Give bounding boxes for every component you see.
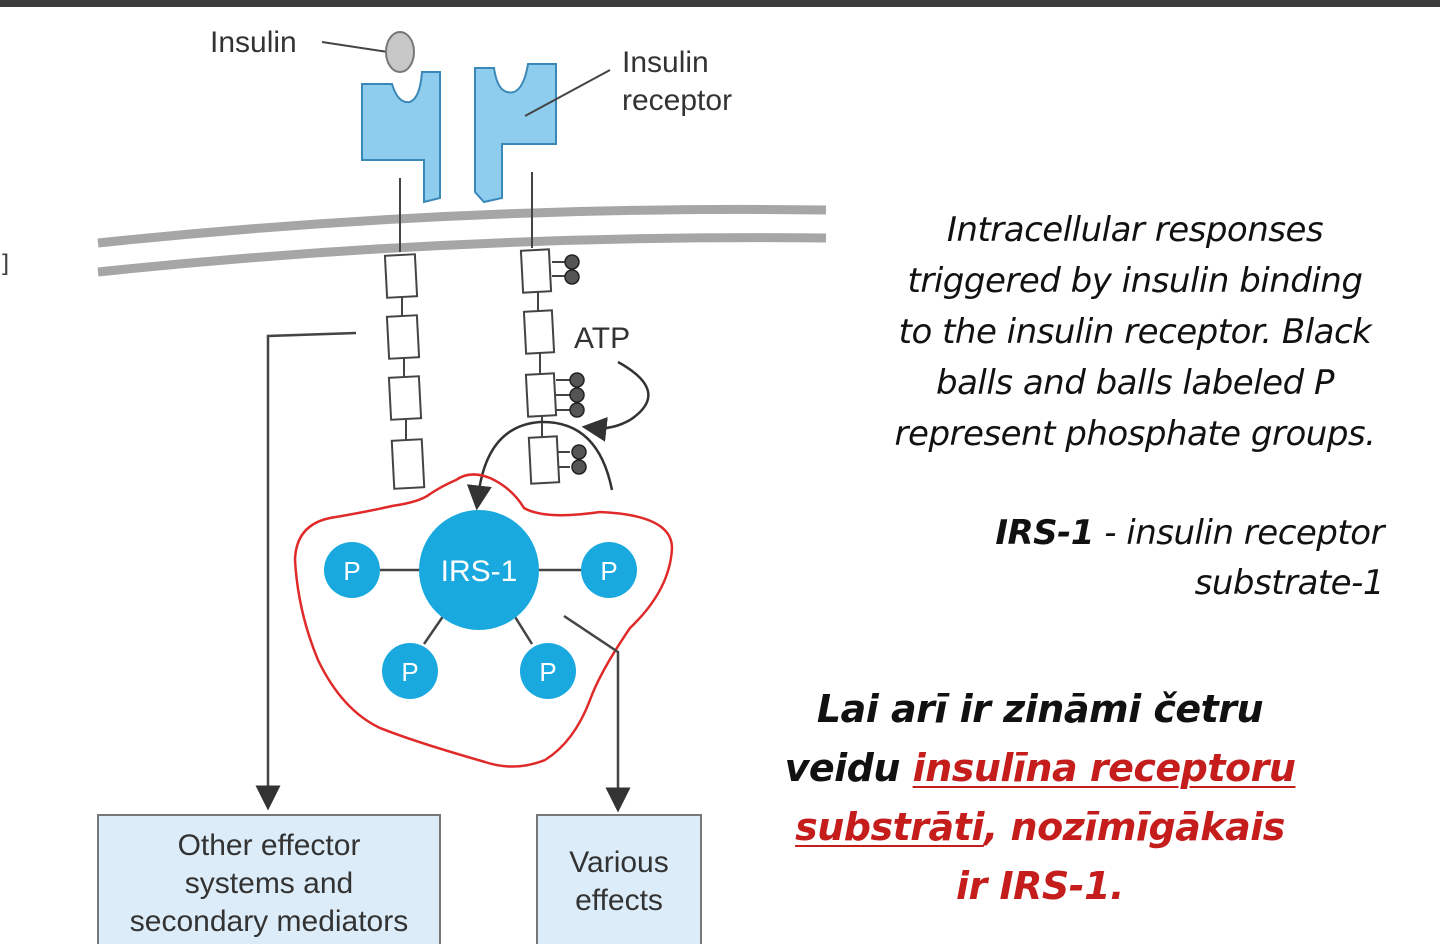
membrane-inner [97, 233, 827, 277]
other-effectors-line2: systems and [185, 867, 353, 900]
atp-arrow [581, 360, 650, 442]
irs-term: IRS-1 [995, 513, 1094, 553]
arrow-to-various-effects [563, 614, 631, 813]
right-chain [519, 248, 561, 485]
phosphate-balls [552, 254, 587, 475]
left-chain [383, 253, 426, 490]
irs1-node [419, 510, 539, 630]
top-border [0, 0, 1440, 7]
other-effectors-line3: secondary mediators [130, 905, 408, 938]
membrane-outer [97, 204, 827, 248]
p-node-left: P [324, 542, 380, 598]
stray-bracket: ] [0, 250, 10, 278]
insulin-label: Insulin [210, 26, 297, 59]
insulin-signaling-diagram: IRS-1 P P P P Other effector systems and… [97, 26, 827, 944]
figure-caption: Intracellular responses triggered by ins… [870, 205, 1400, 460]
svg-text:P: P [343, 556, 360, 586]
svg-text:P: P [539, 657, 556, 687]
caption-line-5: represent phosphate groups. [894, 414, 1376, 454]
p-node-bottom-right: P [520, 643, 576, 699]
insulin-molecule [385, 31, 415, 73]
svg-text:P: P [600, 556, 617, 586]
caption-line-2: triggered by insulin binding [907, 261, 1363, 301]
various-effects-box [536, 814, 702, 944]
receptor-label-line2: receptor [622, 84, 732, 117]
irs-definition-line-1: - insulin receptor [1093, 513, 1384, 553]
various-effects-line2: effects [575, 884, 663, 917]
note-part-2: veidu [784, 746, 913, 790]
note-part-3: insulīna receptoru [912, 746, 1296, 790]
note-line-1: Lai arī ir zināmi četru [816, 687, 1264, 731]
note-part-4: substrāti [795, 805, 984, 849]
other-effectors-line1: Other effector [178, 829, 361, 862]
p-node-bottom-left: P [382, 643, 438, 699]
irs1-label: IRS-1 [441, 555, 518, 588]
svg-text:P: P [401, 657, 418, 687]
caption-line-3: to the insulin receptor. Black [898, 312, 1372, 352]
receptor-right [474, 63, 557, 204]
caption-line-1: Intracellular responses [946, 210, 1324, 250]
note-part-5: , nozīmīgākais [983, 805, 1286, 849]
insulin-leader [321, 41, 389, 53]
receptor-label-line1: Insulin [622, 46, 709, 79]
latvian-note: Lai arī ir zināmi četru veidu insulīna r… [760, 680, 1320, 916]
receptor-leader [524, 69, 611, 117]
irs-definition-line-2: substrate-1 [1194, 563, 1385, 603]
note-line-4: ir IRS-1. [956, 864, 1124, 908]
irs-arc-arrow [466, 420, 614, 511]
arrow-to-other-effectors [255, 331, 357, 811]
p-node-right: P [581, 542, 637, 598]
irs-definition: IRS-1 - insulin receptor substrate-1 [864, 508, 1384, 608]
other-effectors-box [97, 814, 441, 944]
various-effects-line1: Various [569, 846, 669, 879]
caption-line-4: balls and balls labeled P [936, 363, 1334, 403]
irs-highlight [293, 473, 674, 768]
receptor-left [361, 71, 441, 204]
atp-label: ATP [574, 322, 630, 355]
